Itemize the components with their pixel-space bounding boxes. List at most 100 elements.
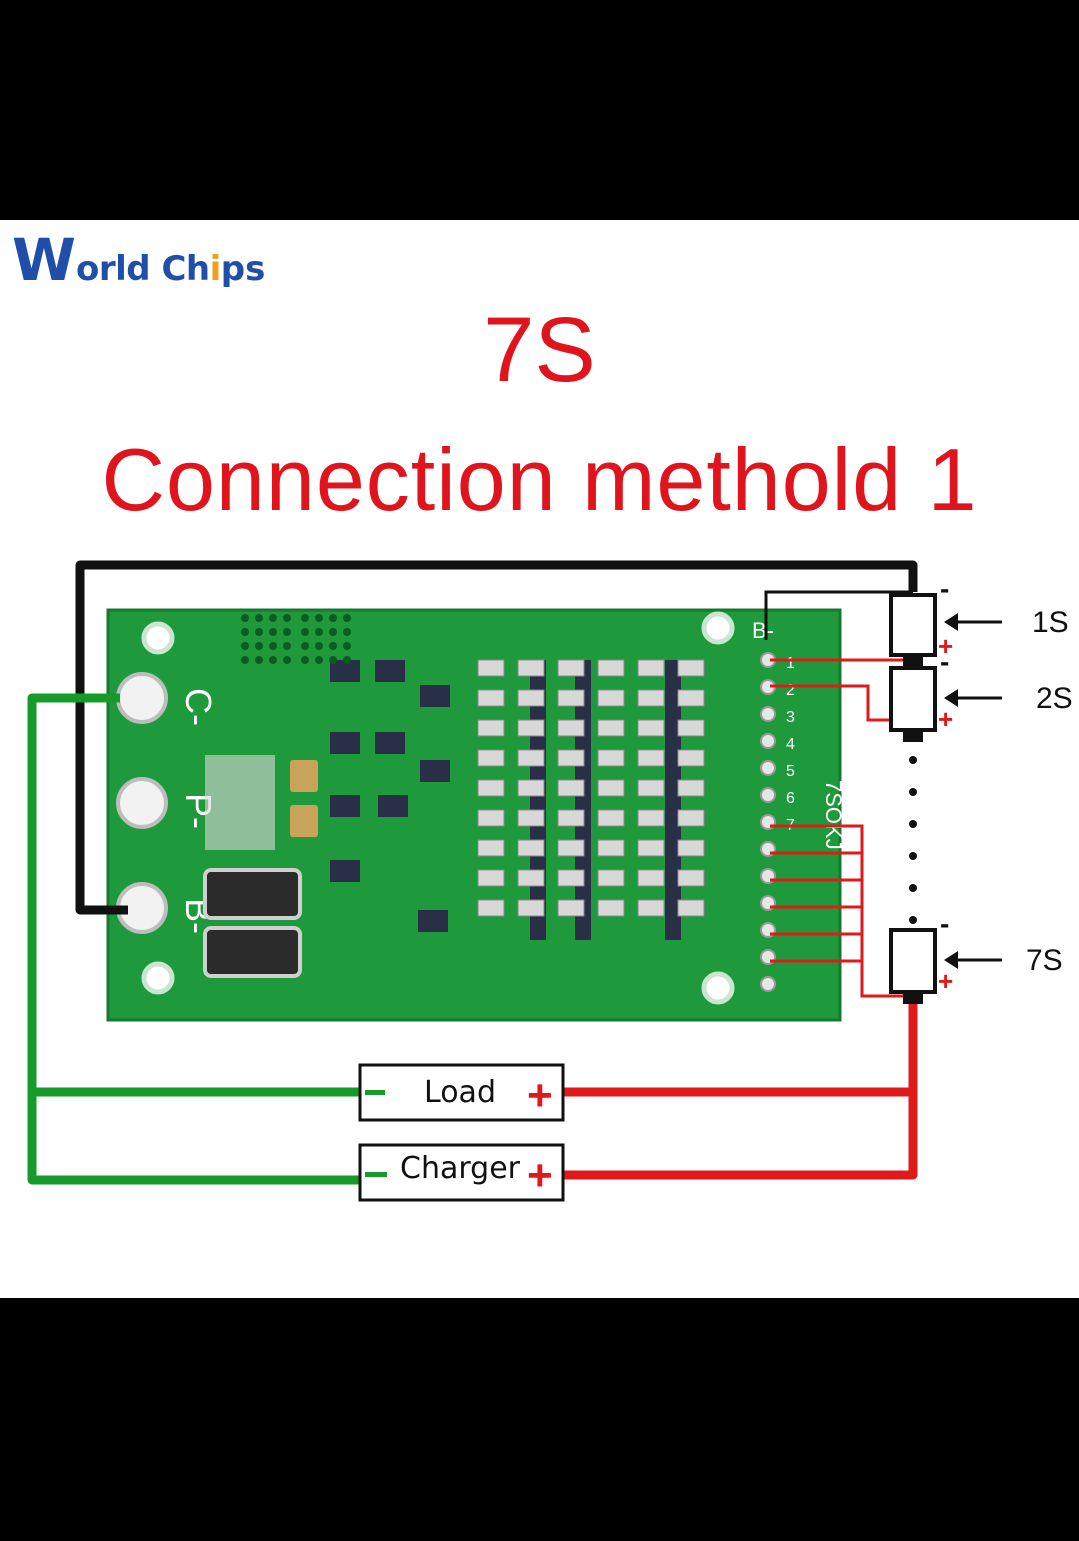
smd-part <box>477 839 505 857</box>
cell-1s-plus: + <box>938 631 953 661</box>
dot-5 <box>909 884 917 892</box>
cell-link-2 <box>903 730 923 742</box>
header-pin-13 <box>760 976 776 992</box>
smd-part <box>597 899 625 917</box>
smd-part <box>477 779 505 797</box>
smd-part <box>557 809 585 827</box>
transistor-8 <box>420 685 450 707</box>
smd-part <box>517 809 545 827</box>
header-pin-4 <box>760 733 776 749</box>
smd-part <box>637 719 665 737</box>
via <box>241 642 249 650</box>
logo-text-dot: i <box>209 249 222 289</box>
cell-1s: - + 1S <box>889 573 1069 661</box>
pin-number-1: 1 <box>786 655 795 672</box>
cell-1s-body <box>889 593 937 657</box>
cell-1s-minus: - <box>940 573 949 604</box>
smd-part <box>637 899 665 917</box>
cell-2s-plus: + <box>938 704 953 734</box>
via <box>329 642 337 650</box>
logo-text-a: orld Ch <box>75 249 210 289</box>
load-box-frame <box>358 1063 565 1122</box>
mount-hole-tr <box>701 611 735 645</box>
smd-part <box>517 779 545 797</box>
smd-part <box>517 869 545 887</box>
smd-part <box>597 749 625 767</box>
logo-text-b: ps <box>220 249 266 289</box>
smd-part <box>477 869 505 887</box>
smd-part <box>637 779 665 797</box>
via <box>283 628 291 636</box>
pin-number-4: 4 <box>786 736 795 753</box>
logo-letter-w: W <box>12 226 76 294</box>
via <box>329 656 337 664</box>
smd-part <box>597 839 625 857</box>
load-minus-mark <box>365 1090 385 1095</box>
cell-2s-minus: - <box>940 646 949 677</box>
transistor-7 <box>330 860 360 882</box>
shunt-resistor-2 <box>203 926 302 978</box>
cell-dots <box>909 756 917 924</box>
smd-part <box>477 659 505 677</box>
header-pin-5 <box>760 760 776 776</box>
smd-part <box>597 689 625 707</box>
pcb-edge <box>106 608 842 1022</box>
wire-b-minus <box>75 560 918 915</box>
load-plus-mark: + <box>527 1071 553 1120</box>
charger-box-frame <box>358 1143 565 1202</box>
smd-part <box>677 689 705 707</box>
smd-part <box>557 839 585 857</box>
header-pin-6 <box>760 787 776 803</box>
wire-c-load <box>27 693 360 1097</box>
dot-3 <box>909 820 917 828</box>
transistor-9 <box>420 760 450 782</box>
cell-link-1 <box>903 655 923 667</box>
smd-part <box>597 869 625 887</box>
pad-p <box>116 777 168 829</box>
dot-2 <box>909 788 917 796</box>
shunt-resistor-1 <box>203 868 302 920</box>
via <box>343 642 351 650</box>
charger-label: Charger <box>400 1151 521 1186</box>
board-brand: 7SOKJ <box>821 780 846 850</box>
via <box>301 614 309 622</box>
smd-part <box>557 659 585 677</box>
diagram-title: 7S <box>483 299 596 401</box>
pin-number-5: 5 <box>786 763 795 780</box>
via <box>329 628 337 636</box>
smd-part <box>557 779 585 797</box>
via <box>315 656 323 664</box>
via <box>255 628 263 636</box>
via <box>301 628 309 636</box>
smd-part <box>517 659 545 677</box>
smd-part <box>677 749 705 767</box>
via <box>283 614 291 622</box>
cell-7s-plus: + <box>938 966 953 996</box>
smd-part <box>677 839 705 857</box>
balance-wire-7 <box>770 824 913 998</box>
via <box>269 614 277 622</box>
smd-part <box>637 809 665 827</box>
diagram-subtitle: Connection methold 1 <box>101 430 978 529</box>
dot-1 <box>909 756 917 764</box>
smd-part <box>477 719 505 737</box>
charger-plus-mark: + <box>527 1151 553 1200</box>
dot-4 <box>909 852 917 860</box>
mount-hole-bl <box>141 961 175 995</box>
pin-number-3: 3 <box>786 709 795 726</box>
smd-part <box>597 809 625 827</box>
wire-c-charger <box>27 1092 360 1185</box>
capacitor-2 <box>290 805 318 837</box>
arrow-2s-head <box>944 689 958 707</box>
via <box>241 656 249 664</box>
via <box>269 628 277 636</box>
transistor-2 <box>375 660 405 682</box>
via <box>301 656 309 664</box>
smd-part <box>517 899 545 917</box>
smd-part <box>517 839 545 857</box>
cell-7s-minus: - <box>940 908 949 939</box>
smd-part <box>557 719 585 737</box>
